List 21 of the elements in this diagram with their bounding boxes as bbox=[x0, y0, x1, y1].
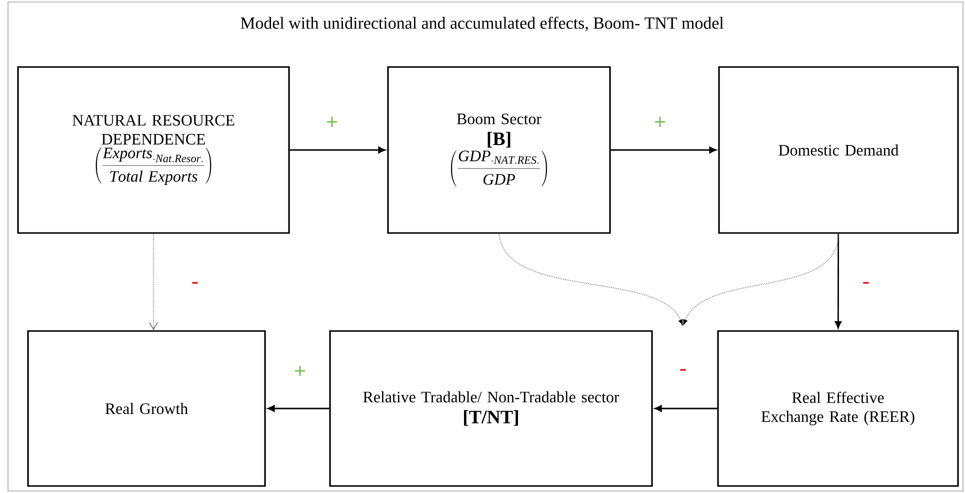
edge-label: + bbox=[654, 116, 666, 128]
arrow bbox=[834, 234, 842, 328]
arrow bbox=[268, 405, 330, 412]
arrow bbox=[610, 146, 716, 154]
box: Real Growth bbox=[27, 330, 266, 487]
box: Real Effective Exchange Rate (REER) bbox=[717, 330, 959, 487]
edge-label: - bbox=[192, 282, 198, 284]
title: Model with unidirectional and accumulated effects, Boom- TNT model bbox=[240, 16, 724, 32]
arrow bbox=[498, 233, 683, 325]
arrow bbox=[654, 405, 718, 412]
box: Relative Tradable/ Non-Tradable sector [T/NT] bbox=[329, 330, 653, 487]
box: NATURAL RESOURCE DEPENDENCE $\left(\frac{\mathbf{\mathit{Exports}}_{\cdot \mathit{Nat.Resor.}}}{\mathit{Total\ Exports}}\right)$ bbox=[17, 66, 290, 234]
box: Boom Sector [B] $\left(\frac{\mathit{GDP}_{\cdot \mathit{NAT.RES.}}}{\mathit{GDP}}\right)$ bbox=[387, 66, 611, 234]
box: Domestic Demand bbox=[718, 66, 959, 234]
arrow bbox=[683, 233, 839, 325]
edge-label: + bbox=[294, 366, 306, 376]
arrow bbox=[290, 146, 386, 154]
arrow bbox=[149, 233, 158, 330]
edge-label: - bbox=[680, 368, 686, 371]
edge-label: - bbox=[863, 282, 869, 284]
edge-label: + bbox=[326, 116, 338, 128]
